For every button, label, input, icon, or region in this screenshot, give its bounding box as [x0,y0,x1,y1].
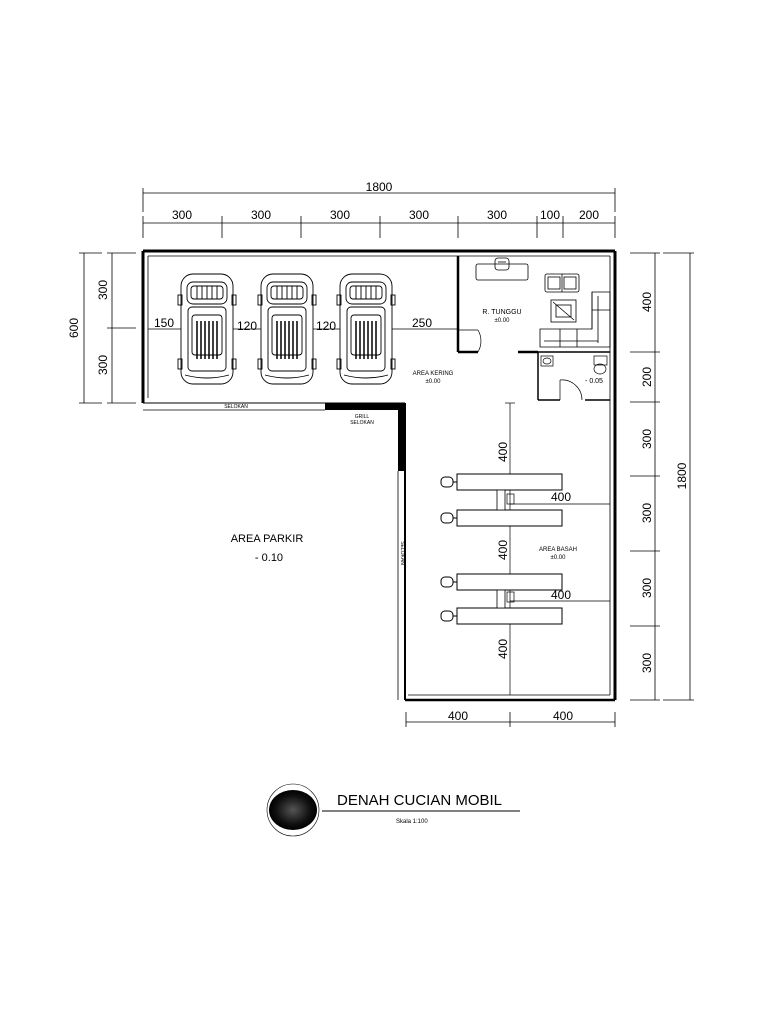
dim-top-seg-6: 100 [540,208,560,222]
dim-gap-120a: 120 [237,319,257,333]
bottom-dimensions [405,712,616,727]
dim-right-seg-4: 300 [640,503,654,523]
grill-side-bar [398,403,405,471]
top-dimension-total [142,188,616,212]
level-wash-area: ±0.00 [551,555,567,561]
waiting-room-furniture [475,257,611,348]
car-3 [336,273,396,385]
level-toilet: - 0.05 [585,378,603,385]
lift-post-1 [496,489,506,511]
dim-top-seg-1: 300 [172,208,192,222]
dim-right-seg-6: 300 [640,653,654,673]
dim-top-seg-3: 300 [330,208,350,222]
dim-right-seg-1: 400 [640,292,654,312]
dim-gap-250: 250 [412,316,432,330]
lift-post-2 [496,589,506,609]
plan-title: DENAH CUCIAN MOBIL [337,792,502,809]
car-1 [177,273,237,385]
building-walls [141,249,617,702]
level-waiting-room: ±0.00 [495,318,511,324]
label-wash-area: AREA BASAH [539,547,577,553]
wash-lift-2-lower [440,607,563,625]
wash-lift-1-lower [440,509,563,527]
dim-gap-150: 150 [154,316,174,330]
top-dimension-segments [142,216,616,238]
wash-lift-2-upper [440,573,563,591]
dim-top-seg-7: 200 [579,208,599,222]
label-parking-area: AREA PARKIR [231,533,304,545]
dim-top-seg-2: 300 [251,208,271,222]
dim-wash-h-1: 400 [551,490,571,504]
label-dry-area: AREA KERING [413,371,454,377]
door-toilet [559,379,583,401]
dim-bottom-seg-2: 400 [553,709,573,723]
label-waiting-room: R. TUNGGU [482,309,521,316]
toilet-fixtures [540,355,608,375]
dim-left-total: 600 [67,318,81,338]
wash-lift-1-upper [440,473,563,491]
level-parking-area: - 0.10 [255,552,283,564]
dim-top-seg-5: 300 [487,208,507,222]
wash-area-guides [505,402,610,695]
label-selokan-side: SELOKAN [399,541,405,565]
dim-right-seg-3: 300 [640,429,654,449]
dim-top-total: 1800 [366,180,393,194]
label-grill: GRILL [355,414,370,420]
dim-wash-v-1: 400 [496,442,510,462]
dim-top-seg-4: 300 [409,208,429,222]
dim-right-seg-5: 300 [640,578,654,598]
dim-left-seg-1: 300 [96,280,110,300]
right-dimensions [630,252,694,701]
title-mark-icon [269,790,317,830]
dim-right-seg-2: 200 [640,367,654,387]
dim-wash-v-3: 400 [496,639,510,659]
left-dimensions [79,252,136,404]
label-selokan-top: SELOKAN [224,404,248,410]
dim-left-seg-2: 300 [96,355,110,375]
dim-gap-120b: 120 [316,319,336,333]
grill-top-bar [325,403,405,410]
dim-wash-h-2: 400 [551,588,571,602]
car-2 [257,273,317,385]
door-waiting-room [458,329,482,353]
level-dry-area: ±0.00 [426,379,442,385]
label-grill-selokan: SELOKAN [350,420,374,426]
dim-bottom-seg-1: 400 [448,709,468,723]
plan-scale: Skala 1:100 [396,819,428,825]
dim-wash-v-2: 400 [496,540,510,560]
dim-right-total: 1800 [675,462,689,489]
